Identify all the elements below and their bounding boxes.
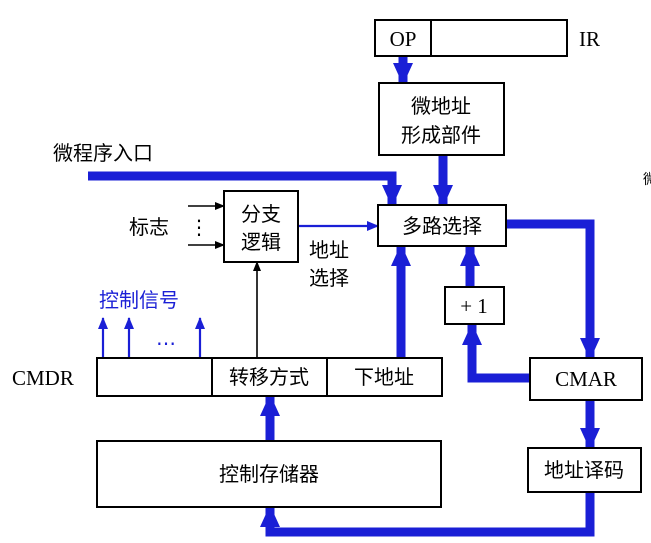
control-signals-label: 控制信号 [99, 288, 179, 312]
ir-op-label: OP [390, 27, 417, 51]
mux-box [377, 204, 507, 247]
edge-fragment: 微 [643, 172, 651, 188]
signal-dots: … [156, 326, 176, 350]
decoder-to-store-arrow [260, 492, 595, 537]
plus-one-box [444, 286, 505, 325]
control-store-label: 控制存储器 [219, 462, 319, 486]
mux-label: 多路选择 [402, 214, 482, 238]
ir-label: IR [579, 27, 600, 51]
flags-dots: ⋮ [189, 215, 209, 239]
cmdr-transfer-field: 转移方式 [229, 365, 309, 389]
branch-label-2: 逻辑 [241, 230, 281, 254]
addr-select-label-2: 选择 [309, 266, 349, 290]
decoder-label: 地址译码 [544, 458, 624, 482]
entry-to-mux-arrow [88, 171, 402, 207]
cmar-box [529, 357, 643, 401]
addr-select-label-1: 地址 [309, 238, 349, 262]
entry-label: 微程序入口 [53, 141, 153, 165]
plus-one-label: + 1 [460, 294, 488, 318]
flags-label: 标志 [129, 215, 169, 239]
addr-gen-box [378, 82, 505, 156]
branch-label-1: 分支 [241, 202, 281, 226]
branch-logic-box [223, 190, 299, 263]
addr-gen-label-1: 微地址 [411, 94, 471, 118]
addr-gen-label-2: 形成部件 [401, 123, 481, 147]
control-store-box [96, 440, 442, 508]
cmar-to-plus1-arrow [462, 323, 530, 383]
decoder-box [527, 447, 642, 493]
cmdr-next-addr-field: 下地址 [354, 365, 414, 389]
cmdr-label: CMDR [12, 366, 74, 390]
mux-to-cmar-arrow [506, 219, 600, 360]
cmdr-register [96, 357, 443, 397]
ir-register [374, 19, 568, 57]
cmar-label: CMAR [555, 367, 617, 391]
